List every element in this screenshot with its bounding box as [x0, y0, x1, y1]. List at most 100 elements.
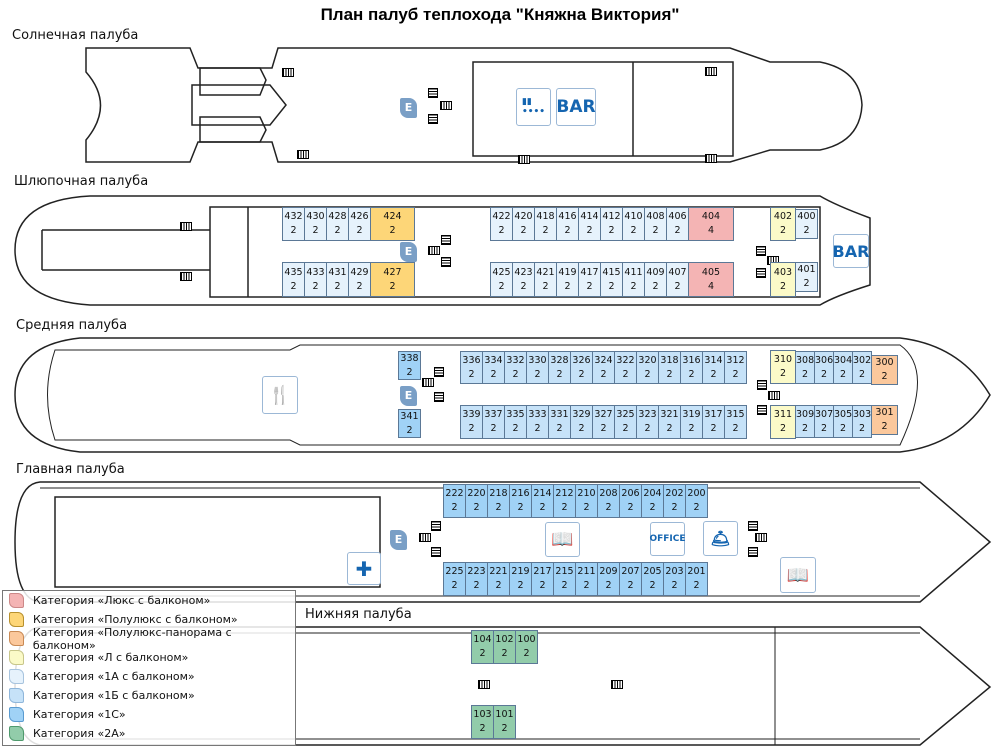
- cabin-326[interactable]: 3262: [570, 351, 593, 384]
- cabin-341[interactable]: 3412: [398, 409, 421, 438]
- cabin-200[interactable]: 2002: [685, 484, 708, 518]
- cabin-206[interactable]: 2062: [619, 484, 642, 518]
- cabin-102[interactable]: 1022: [493, 630, 516, 664]
- cabin-422[interactable]: 4222: [490, 207, 513, 241]
- cabin-310[interactable]: 3102: [770, 350, 796, 384]
- cabin-322[interactable]: 3222: [614, 351, 637, 384]
- cabin-423[interactable]: 4232: [512, 262, 535, 297]
- cabin-327[interactable]: 3272: [592, 405, 615, 439]
- cabin-405[interactable]: 4054: [688, 262, 734, 297]
- cabin-101[interactable]: 1012: [493, 705, 516, 739]
- cabin-214[interactable]: 2142: [531, 484, 554, 518]
- cabin-424[interactable]: 4242: [370, 207, 415, 241]
- cabin-100[interactable]: 1002: [515, 630, 538, 664]
- cabin-414[interactable]: 4142: [578, 207, 601, 241]
- cabin-312[interactable]: 3122: [724, 351, 747, 384]
- cabin-204[interactable]: 2042: [641, 484, 664, 518]
- cabin-308[interactable]: 3082: [795, 351, 815, 384]
- cabin-429[interactable]: 4292: [348, 262, 371, 297]
- cabin-207[interactable]: 2072: [619, 562, 642, 596]
- cabin-211[interactable]: 2112: [575, 562, 598, 596]
- cabin-403[interactable]: 4032: [770, 262, 796, 297]
- cabin-305[interactable]: 3052: [833, 405, 853, 438]
- cabin-339[interactable]: 3392: [460, 405, 483, 439]
- cabin-338[interactable]: 3382: [398, 351, 421, 380]
- cabin-209[interactable]: 2092: [597, 562, 620, 596]
- cabin-315[interactable]: 3152: [724, 405, 747, 439]
- cabin-219[interactable]: 2192: [509, 562, 532, 596]
- cabin-406[interactable]: 4062: [666, 207, 689, 241]
- cabin-208[interactable]: 2082: [597, 484, 620, 518]
- cabin-318[interactable]: 3182: [658, 351, 681, 384]
- cabin-332[interactable]: 3322: [504, 351, 527, 384]
- cabin-418[interactable]: 4182: [534, 207, 557, 241]
- cabin-417[interactable]: 4172: [578, 262, 601, 297]
- cabin-324[interactable]: 3242: [592, 351, 615, 384]
- cabin-409[interactable]: 4092: [644, 262, 667, 297]
- cabin-220[interactable]: 2202: [465, 484, 488, 518]
- cabin-319[interactable]: 3192: [680, 405, 703, 439]
- cabin-430[interactable]: 4302: [304, 207, 327, 241]
- cabin-325[interactable]: 3252: [614, 405, 637, 439]
- cabin-301[interactable]: 3012: [871, 405, 898, 435]
- cabin-210[interactable]: 2102: [575, 484, 598, 518]
- cabin-304[interactable]: 3042: [833, 351, 853, 384]
- cabin-428[interactable]: 4282: [326, 207, 349, 241]
- cabin-407[interactable]: 4072: [666, 262, 689, 297]
- cabin-212[interactable]: 2122: [553, 484, 576, 518]
- cabin-217[interactable]: 2172: [531, 562, 554, 596]
- cabin-412[interactable]: 4122: [600, 207, 623, 241]
- cabin-323[interactable]: 3232: [636, 405, 659, 439]
- cabin-314[interactable]: 3142: [702, 351, 725, 384]
- cabin-223[interactable]: 2232: [465, 562, 488, 596]
- cabin-416[interactable]: 4162: [556, 207, 579, 241]
- cabin-103[interactable]: 1032: [471, 705, 494, 739]
- cabin-218[interactable]: 2182: [487, 484, 510, 518]
- cabin-404[interactable]: 4044: [688, 207, 734, 241]
- cabin-302[interactable]: 3022: [852, 351, 872, 384]
- cabin-400[interactable]: 4002: [795, 209, 818, 239]
- cabin-306[interactable]: 3062: [814, 351, 834, 384]
- cabin-328[interactable]: 3282: [548, 351, 571, 384]
- cabin-421[interactable]: 4212: [534, 262, 557, 297]
- cabin-222[interactable]: 2222: [443, 484, 466, 518]
- cabin-415[interactable]: 4152: [600, 262, 623, 297]
- cabin-333[interactable]: 3332: [526, 405, 549, 439]
- cabin-331[interactable]: 3312: [548, 405, 571, 439]
- cabin-203[interactable]: 2032: [663, 562, 686, 596]
- cabin-401[interactable]: 4012: [795, 262, 818, 292]
- cabin-431[interactable]: 4312: [326, 262, 349, 297]
- cabin-316[interactable]: 3162: [680, 351, 703, 384]
- cabin-309[interactable]: 3092: [795, 405, 815, 438]
- cabin-221[interactable]: 2212: [487, 562, 510, 596]
- cabin-337[interactable]: 3372: [482, 405, 505, 439]
- cabin-402[interactable]: 4022: [770, 207, 796, 241]
- cabin-303[interactable]: 3032: [852, 405, 872, 438]
- cabin-433[interactable]: 4332: [304, 262, 327, 297]
- cabin-411[interactable]: 4112: [622, 262, 645, 297]
- cabin-311[interactable]: 3112: [770, 405, 796, 439]
- cabin-408[interactable]: 4082: [644, 207, 667, 241]
- cabin-317[interactable]: 3172: [702, 405, 725, 439]
- cabin-216[interactable]: 2162: [509, 484, 532, 518]
- cabin-225[interactable]: 2252: [443, 562, 466, 596]
- cabin-321[interactable]: 3212: [658, 405, 681, 439]
- cabin-201[interactable]: 2012: [685, 562, 708, 596]
- cabin-330[interactable]: 3302: [526, 351, 549, 384]
- cabin-104[interactable]: 1042: [471, 630, 494, 664]
- cabin-432[interactable]: 4322: [282, 207, 305, 241]
- cabin-205[interactable]: 2052: [641, 562, 664, 596]
- cabin-307[interactable]: 3072: [814, 405, 834, 438]
- cabin-426[interactable]: 4262: [348, 207, 371, 241]
- cabin-336[interactable]: 3362: [460, 351, 483, 384]
- cabin-427[interactable]: 4272: [370, 262, 415, 297]
- cabin-202[interactable]: 2022: [663, 484, 686, 518]
- cabin-435[interactable]: 4352: [282, 262, 305, 297]
- cabin-334[interactable]: 3342: [482, 351, 505, 384]
- cabin-215[interactable]: 2152: [553, 562, 576, 596]
- cabin-420[interactable]: 4202: [512, 207, 535, 241]
- cabin-419[interactable]: 4192: [556, 262, 579, 297]
- cabin-329[interactable]: 3292: [570, 405, 593, 439]
- cabin-300[interactable]: 3002: [871, 355, 898, 385]
- cabin-410[interactable]: 4102: [622, 207, 645, 241]
